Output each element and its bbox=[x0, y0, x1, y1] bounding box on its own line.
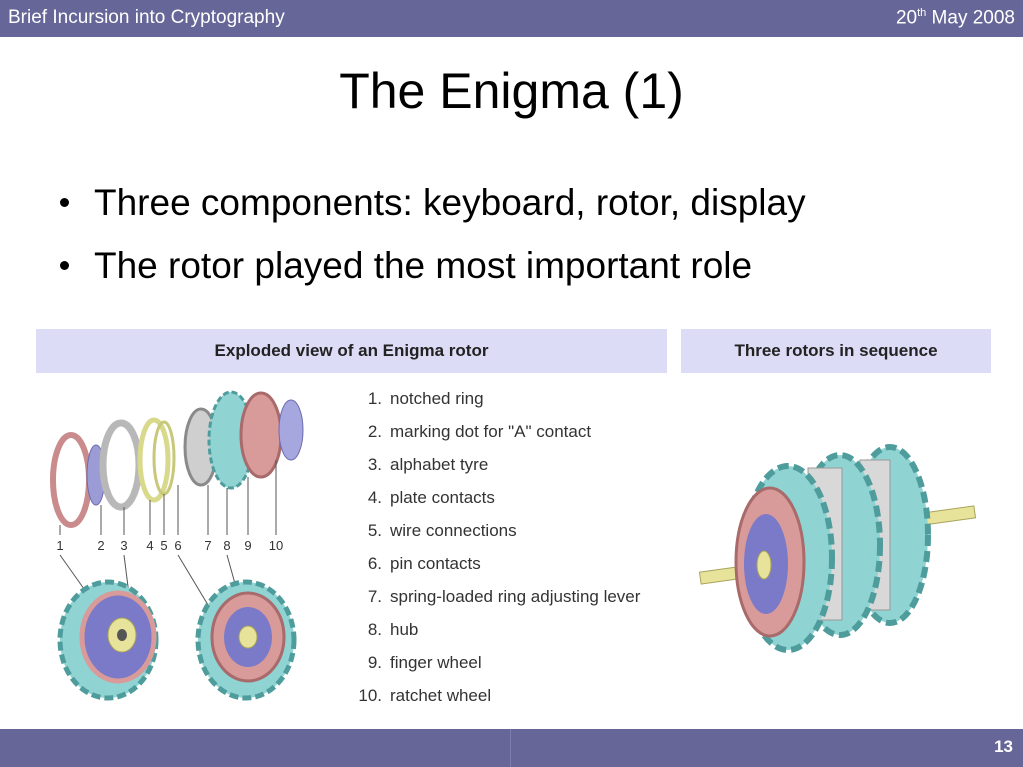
callout-number: 5 bbox=[160, 538, 167, 553]
legend-number: 4. bbox=[367, 488, 382, 507]
legend-number: 9. bbox=[367, 653, 382, 672]
callout-number: 6 bbox=[174, 538, 181, 553]
legend-item: 9. finger wheel bbox=[355, 650, 640, 683]
callout-number: 9 bbox=[244, 538, 251, 553]
bullet-item: Three components: keyboard, rotor, displ… bbox=[60, 178, 806, 241]
finger-wheel-part bbox=[278, 399, 304, 461]
legend-text: spring-loaded ring adjusting lever bbox=[390, 587, 641, 606]
legend-text: ratchet wheel bbox=[390, 686, 492, 705]
slide-title: The Enigma (1) bbox=[339, 63, 684, 119]
callout-number: 1 bbox=[56, 538, 63, 553]
legend-item: 4. plate contacts bbox=[355, 485, 640, 518]
bullet-text: The rotor played the most important role bbox=[94, 245, 753, 286]
legend-text: finger wheel bbox=[390, 653, 482, 672]
callout-number: 2 bbox=[97, 538, 104, 553]
legend-text: notched ring bbox=[390, 389, 484, 408]
callout-number: 8 bbox=[223, 538, 230, 553]
bullet-dot bbox=[60, 261, 69, 270]
three-rotors-illustration bbox=[698, 444, 977, 653]
legend-number: 5. bbox=[367, 521, 382, 540]
slide-footer-bar: 13 bbox=[0, 729, 1023, 767]
bullet-list: Three components: keyboard, rotor, displ… bbox=[60, 178, 806, 304]
alphabet-tyre-part bbox=[99, 419, 143, 511]
legend-item: 6. pin contacts bbox=[355, 551, 640, 584]
callout-number: 4 bbox=[146, 538, 153, 553]
callout-number: 7 bbox=[204, 538, 211, 553]
legend-item: 7. spring-loaded ring adjusting lever bbox=[355, 584, 641, 617]
legend-number: 10. bbox=[358, 686, 382, 705]
assembled-rotor-right bbox=[195, 579, 297, 701]
notched-ring-part bbox=[50, 432, 92, 528]
legend-item: 8. hub bbox=[355, 617, 640, 650]
legend-number: 2. bbox=[367, 422, 382, 441]
legend-item: 2. marking dot for "A" contact bbox=[355, 419, 640, 452]
legend-item: 1. notched ring bbox=[355, 386, 640, 419]
legend-text: wire connections bbox=[390, 521, 517, 540]
rotor-parts-legend: 1. notched ring 2. marking dot for "A" con… bbox=[355, 386, 640, 716]
legend-text: plate contacts bbox=[390, 488, 495, 507]
presentation-date: 20th May 2008 bbox=[896, 7, 1015, 29]
date-ordinal: th bbox=[917, 7, 927, 19]
legend-number: 6. bbox=[367, 554, 382, 573]
rotor-front bbox=[734, 463, 835, 653]
bullet-text: Three components: keyboard, rotor, displ… bbox=[94, 182, 806, 223]
legend-text: alphabet tyre bbox=[390, 455, 489, 474]
plate-contacts-part bbox=[137, 417, 171, 503]
bullet-item: The rotor played the most important role bbox=[60, 241, 806, 304]
legend-item: 5. wire connections bbox=[355, 518, 640, 551]
legend-number: 7. bbox=[367, 587, 382, 606]
slide-header-bar: Brief Incursion into Cryptography 20th M… bbox=[0, 0, 1023, 37]
callout-number: 10 bbox=[269, 538, 283, 553]
exploded-view-heading: Exploded view of an Enigma rotor bbox=[36, 329, 667, 373]
assembled-rotor-left bbox=[57, 579, 159, 701]
legend-text: marking dot for "A" contact bbox=[390, 422, 592, 441]
exploded-rotor-illustration: 1 2 3 4 5 6 7 8 9 10 bbox=[50, 390, 304, 701]
footer-divider bbox=[510, 729, 511, 767]
date-month-year: May 2008 bbox=[926, 7, 1015, 29]
legend-text: pin contacts bbox=[390, 554, 481, 573]
legend-number: 1. bbox=[367, 389, 382, 408]
legend-item: 3. alphabet tyre bbox=[355, 452, 640, 485]
page-number: 13 bbox=[994, 737, 1013, 756]
legend-text: hub bbox=[390, 620, 419, 639]
callout-number: 3 bbox=[120, 538, 127, 553]
legend-number: 3. bbox=[367, 455, 382, 474]
hub-part bbox=[239, 391, 283, 479]
date-day: 20 bbox=[895, 7, 918, 29]
bullet-dot bbox=[60, 198, 69, 207]
legend-number: 8. bbox=[367, 620, 382, 639]
legend-item: 10. ratchet wheel bbox=[355, 683, 640, 716]
presentation-title: Brief Incursion into Cryptography bbox=[8, 7, 285, 28]
rotors-sequence-heading: Three rotors in sequence bbox=[681, 329, 991, 373]
